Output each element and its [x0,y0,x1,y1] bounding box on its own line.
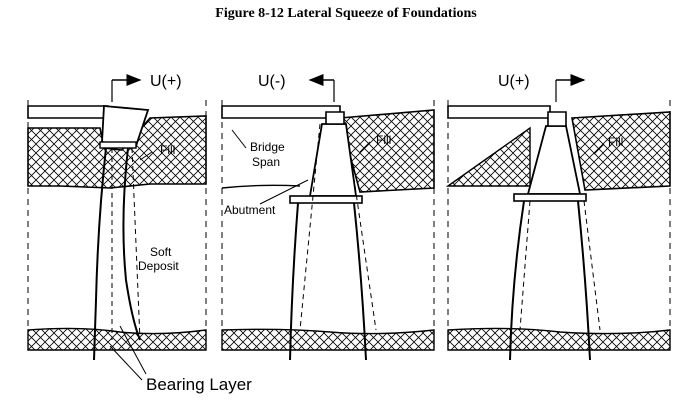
fill-wedge-left [445,126,531,187]
bearing-layer-label: Bearing Layer [146,375,252,394]
pile-cap [289,195,363,204]
pile-right [122,147,141,341]
pile-cap [513,193,587,202]
bridge-deck [27,105,109,119]
bearing-layer [447,327,671,351]
fill-label: Fill [608,135,623,149]
movement-label: U(+) [498,73,530,90]
abutment [526,125,582,195]
fill-embankment [338,109,435,193]
soft-deposit-label-1: Soft [150,245,172,259]
figure-title: Figure 8-12 Lateral Squeeze of Foundatio… [215,6,477,21]
movement-label: U(+) [150,73,182,90]
bridge-deck [221,105,341,119]
bearing-layer [27,327,207,351]
panel-3: U(+) Fill [445,73,671,361]
bridge-span-label-2: Span [252,155,280,169]
bridge-deck [447,105,551,119]
bearing-layer [221,328,435,351]
movement-label: U(-) [258,73,286,90]
fill-label: Fill [376,133,391,147]
bearing-leader-2 [119,325,147,375]
pile-cap [99,141,137,149]
fill-label: Fill [160,143,175,157]
abutment-label: Abutment [224,203,276,217]
fill-embankment [571,111,671,191]
bridge-span-label-1: Bridge [250,140,285,154]
panel-1: U(+) Fill Soft Deposit [27,73,207,361]
bearing-leader-1 [109,345,143,381]
soft-deposit-label-2: Deposit [138,259,179,273]
panel-2: U(-) Fill Bridge Span Abutment [221,73,435,361]
